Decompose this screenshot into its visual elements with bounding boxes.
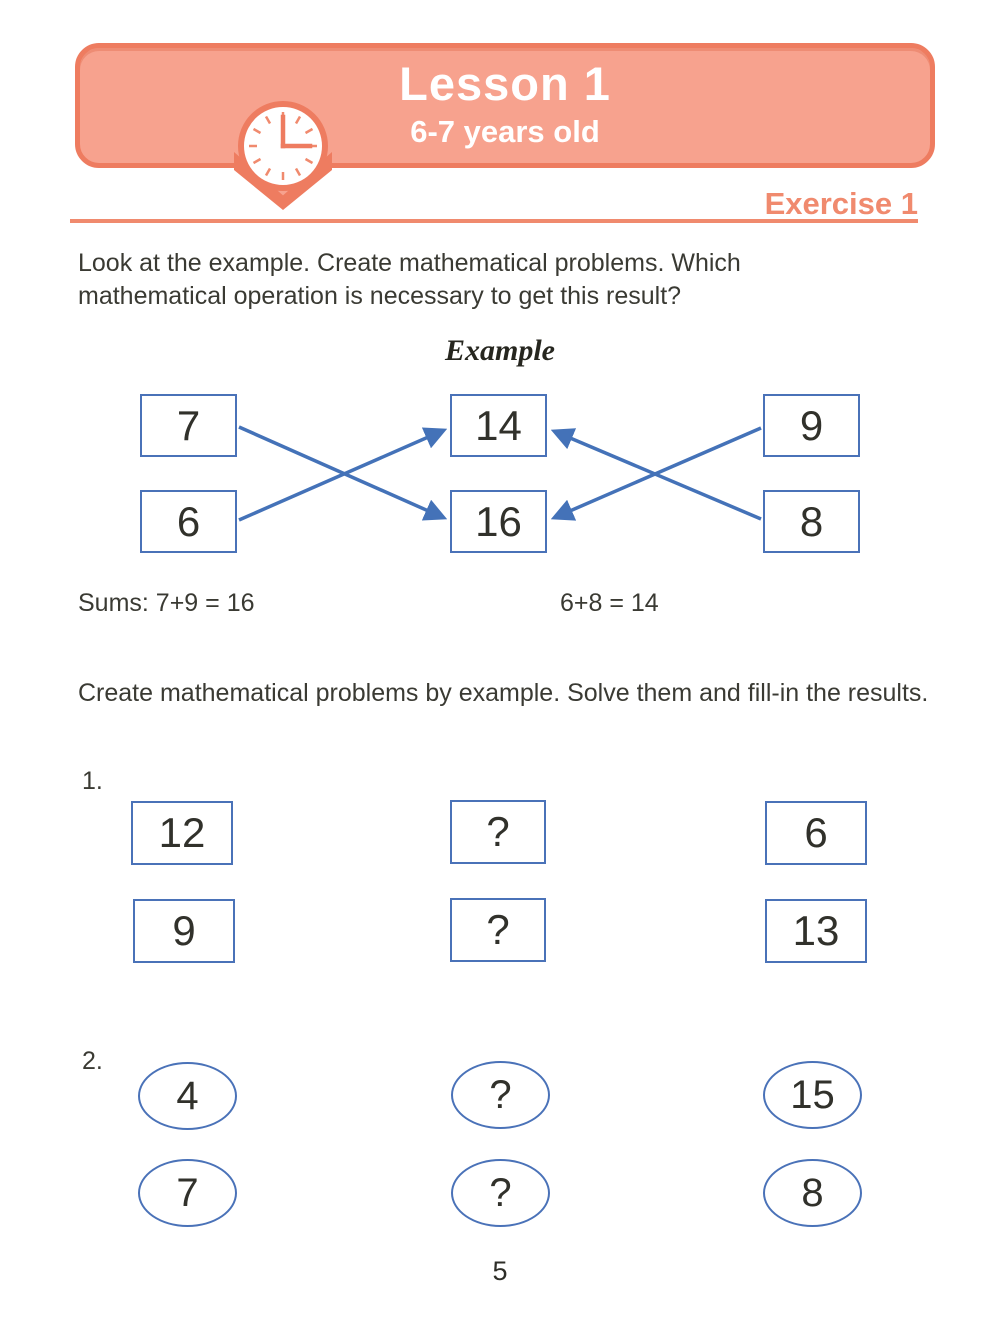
problem-2-label: 2. (82, 1047, 103, 1075)
problem-1-answer-top: ? (450, 800, 546, 864)
problem-2-answer-top: ? (451, 1061, 550, 1129)
exercise-heading: Exercise 1 (764, 186, 918, 221)
problem-2-oval-left-bottom: 7 (138, 1159, 237, 1227)
problem-2-oval-left-top: 4 (138, 1062, 237, 1130)
problem-2-oval-right-top: 15 (763, 1061, 862, 1129)
example-box-right-bottom: 8 (763, 490, 860, 553)
example-box-mid-top: 14 (450, 394, 547, 457)
clock-icon (226, 100, 340, 212)
problem-1-box-left-top: 12 (131, 801, 233, 865)
problem-1-label: 1. (82, 767, 103, 795)
task-text: Create mathematical problems by example.… (78, 679, 929, 707)
problem-1-box-left-bottom: 9 (133, 899, 235, 963)
problem-1-answer-bottom: ? (450, 898, 546, 962)
problem-1-box-right-bottom: 13 (765, 899, 867, 963)
exercise-rule-divider (70, 219, 918, 223)
lesson-title: Lesson 1 (399, 57, 611, 110)
intro-text: Look at the example. Create mathematical… (78, 249, 741, 310)
example-box-left-bottom: 6 (140, 490, 237, 553)
lesson-subtitle: 6-7 years old (410, 114, 600, 149)
lesson-banner: Lesson 1 6-7 years old (75, 43, 935, 210)
page-number: 5 (492, 1256, 508, 1286)
example-title: Example (445, 334, 555, 367)
example-box-left-top: 7 (140, 394, 237, 457)
example-box-right-top: 9 (763, 394, 860, 457)
sums-left: Sums: 7+9 = 16 (78, 589, 255, 617)
sums-right: 6+8 = 14 (560, 589, 659, 617)
example-box-mid-bottom: 16 (450, 490, 547, 553)
problem-2-answer-bottom: ? (451, 1159, 550, 1227)
problem-1-box-right-top: 6 (765, 801, 867, 865)
problem-2-oval-right-bottom: 8 (763, 1159, 862, 1227)
